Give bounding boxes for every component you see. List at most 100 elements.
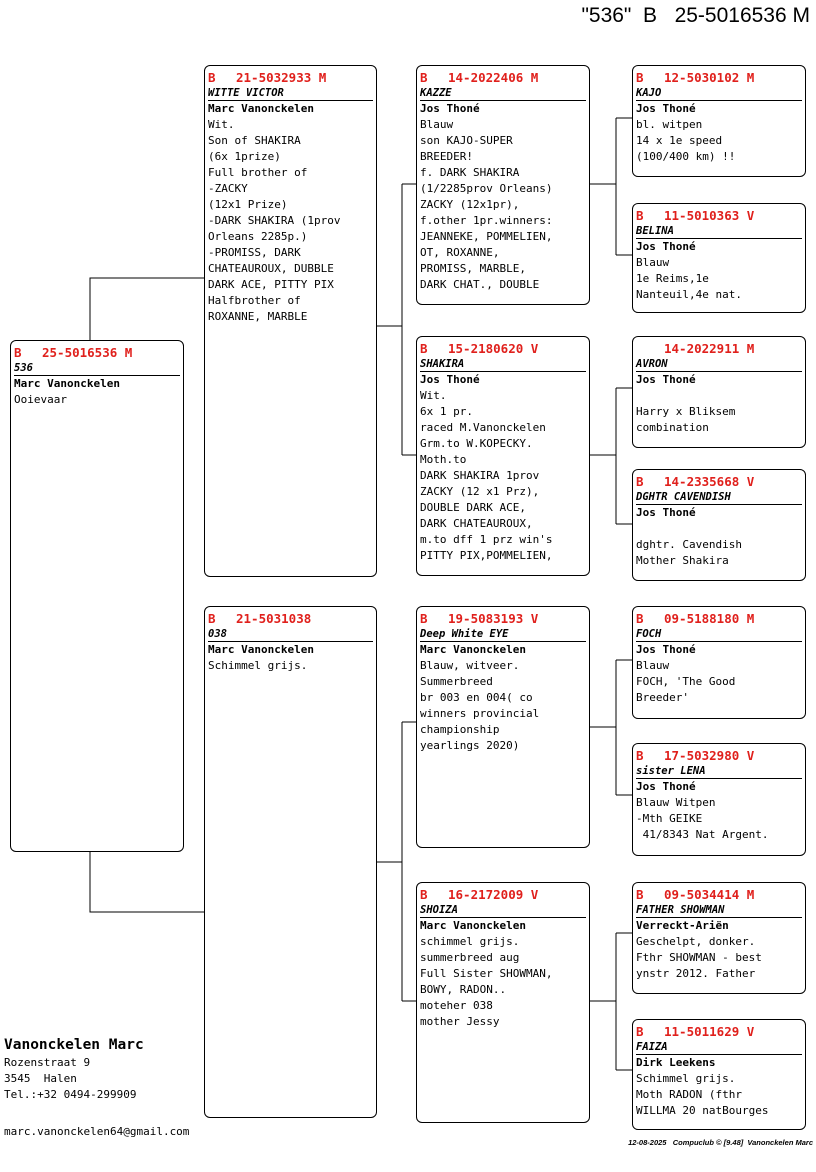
card-line: combination [636,421,709,434]
card-line: DARK ACE, PITTY PIX [208,278,334,291]
card-line: Blauw [636,256,670,269]
card-line: ZACKY (12x1pr), [420,198,520,211]
card-pigeon-name: FAIZA [636,1040,802,1055]
card-line: f.other 1pr.winners: [420,214,553,227]
card-line: 6x 1 pr. [420,405,473,418]
card-line: JEANNEKE, POMMELIEN, [420,230,553,243]
card-line: -ZACKY [208,182,248,195]
card-line: ynstr 2012. Father [636,967,756,980]
card-line: Halfbrother of [208,294,301,307]
card-line: Fthr SHOWMAN - best [636,951,762,964]
card-line: Schimmel grijs. [636,1072,736,1085]
card-ring-header: 14-2022911 M [664,341,755,356]
card-line: Breeder' [636,691,689,704]
card-line: ROXANNE, MARBLE [208,310,308,323]
card-pigeon-name: KAJO [636,86,802,101]
card-line: f. DARK SHAKIRA [420,166,520,179]
card-line: Nanteuil,4e nat. [636,288,742,301]
card-pigeon-name: WITTE VICTOR [208,86,373,101]
card-pigeon-name: FOCH [636,627,802,642]
card-line: son KAJO-SUPER [420,134,513,147]
card-line: Wit. [208,118,235,131]
breeder-phone: Tel.:+32 0494-299909 [4,1088,137,1101]
card-line: yearlings 2020) [420,739,520,752]
card-line: WILLMA 20 natBourges [636,1104,769,1117]
card-line: br 003 en 004( co [420,691,533,704]
breeder-email[interactable]: marc.vanonckelen64@gmail.com [4,1125,190,1138]
card-line: Ooievaar [14,393,67,406]
card-line [636,521,802,537]
breeder-info: Vanonckelen Marc Rozenstraat 9 3545 Hale… [4,1035,144,1103]
card-owner: Jos Thoné [420,373,480,386]
card-line: BREEDER! [420,150,473,163]
card-line: dghtr. Cavendish [636,538,742,551]
card-owner: Jos Thoné [636,506,696,519]
card-line: PROMISS, MARBLE, [420,262,526,275]
card-line: (100/400 km) !! [636,150,736,163]
page-title: "536" B 25-5016536 M [581,4,810,27]
card-line: (1/2285prov Orleans) [420,182,553,195]
card-line: summerbreed aug [420,951,520,964]
card-line: DARK CHAT., DOUBLE [420,278,540,291]
card-line: Moth RADON (fthr [636,1088,742,1101]
card-owner: Verreckt-Ariën [636,919,729,932]
card-line: 1e Reims,1e [636,272,709,285]
card-line: -DARK SHAKIRA (1prov [208,214,341,227]
card-line: DARK CHATEAUROUX, [420,517,533,530]
card-owner: Marc Vanonckelen [208,102,314,115]
footer-credit: 12-08-2025 Compuclub © [9.48] Vanonckele… [628,1138,813,1147]
card-owner: Jos Thoné [420,102,480,115]
card-line: schimmel grijs. [420,935,520,948]
card-pigeon-name: SHAKIRA [420,357,586,372]
card-owner: Jos Thoné [636,373,696,386]
card-line: Full brother of [208,166,308,179]
card-line: -Mth GEIKE [636,812,703,825]
card-line: Orleans 2285p.) [208,230,308,243]
card-owner: Marc Vanonckelen [420,919,526,932]
card-line [636,388,802,404]
card-line: Full Sister SHOWMAN, [420,967,553,980]
card-line: m.to dff 1 prz win's [420,533,553,546]
card-line: Summerbreed [420,675,493,688]
card-line: Moth.to [420,453,467,466]
card-line: winners provincial [420,707,540,720]
card-line: Blauw [420,118,454,131]
card-owner: Jos Thoné [636,780,696,793]
card-line: CHATEAUROUX, DUBBLE [208,262,334,275]
pedigree-card-sds[interactable]: 14-2022911 M AVRON Jos Thoné Harry x Bli… [632,336,806,448]
card-owner: Marc Vanonckelen [14,377,120,390]
card-line: championship [420,723,500,736]
card-pigeon-name: 038 [208,627,373,642]
card-owner: Jos Thoné [636,643,696,656]
card-owner: Marc Vanonckelen [208,643,314,656]
card-pigeon-name: SHOIZA [420,903,586,918]
card-pigeon-name: DGHTR CAVENDISH [636,490,802,505]
card-line: PITTY PIX,POMMELIEN, [420,549,553,562]
card-pigeon-name: AVRON [636,357,802,372]
card-pigeon-name: BELINA [636,224,802,239]
card-line: Harry x Bliksem [636,405,736,418]
card-line: -PROMISS, DARK [208,246,301,259]
card-line: Blauw Witpen [636,796,716,809]
